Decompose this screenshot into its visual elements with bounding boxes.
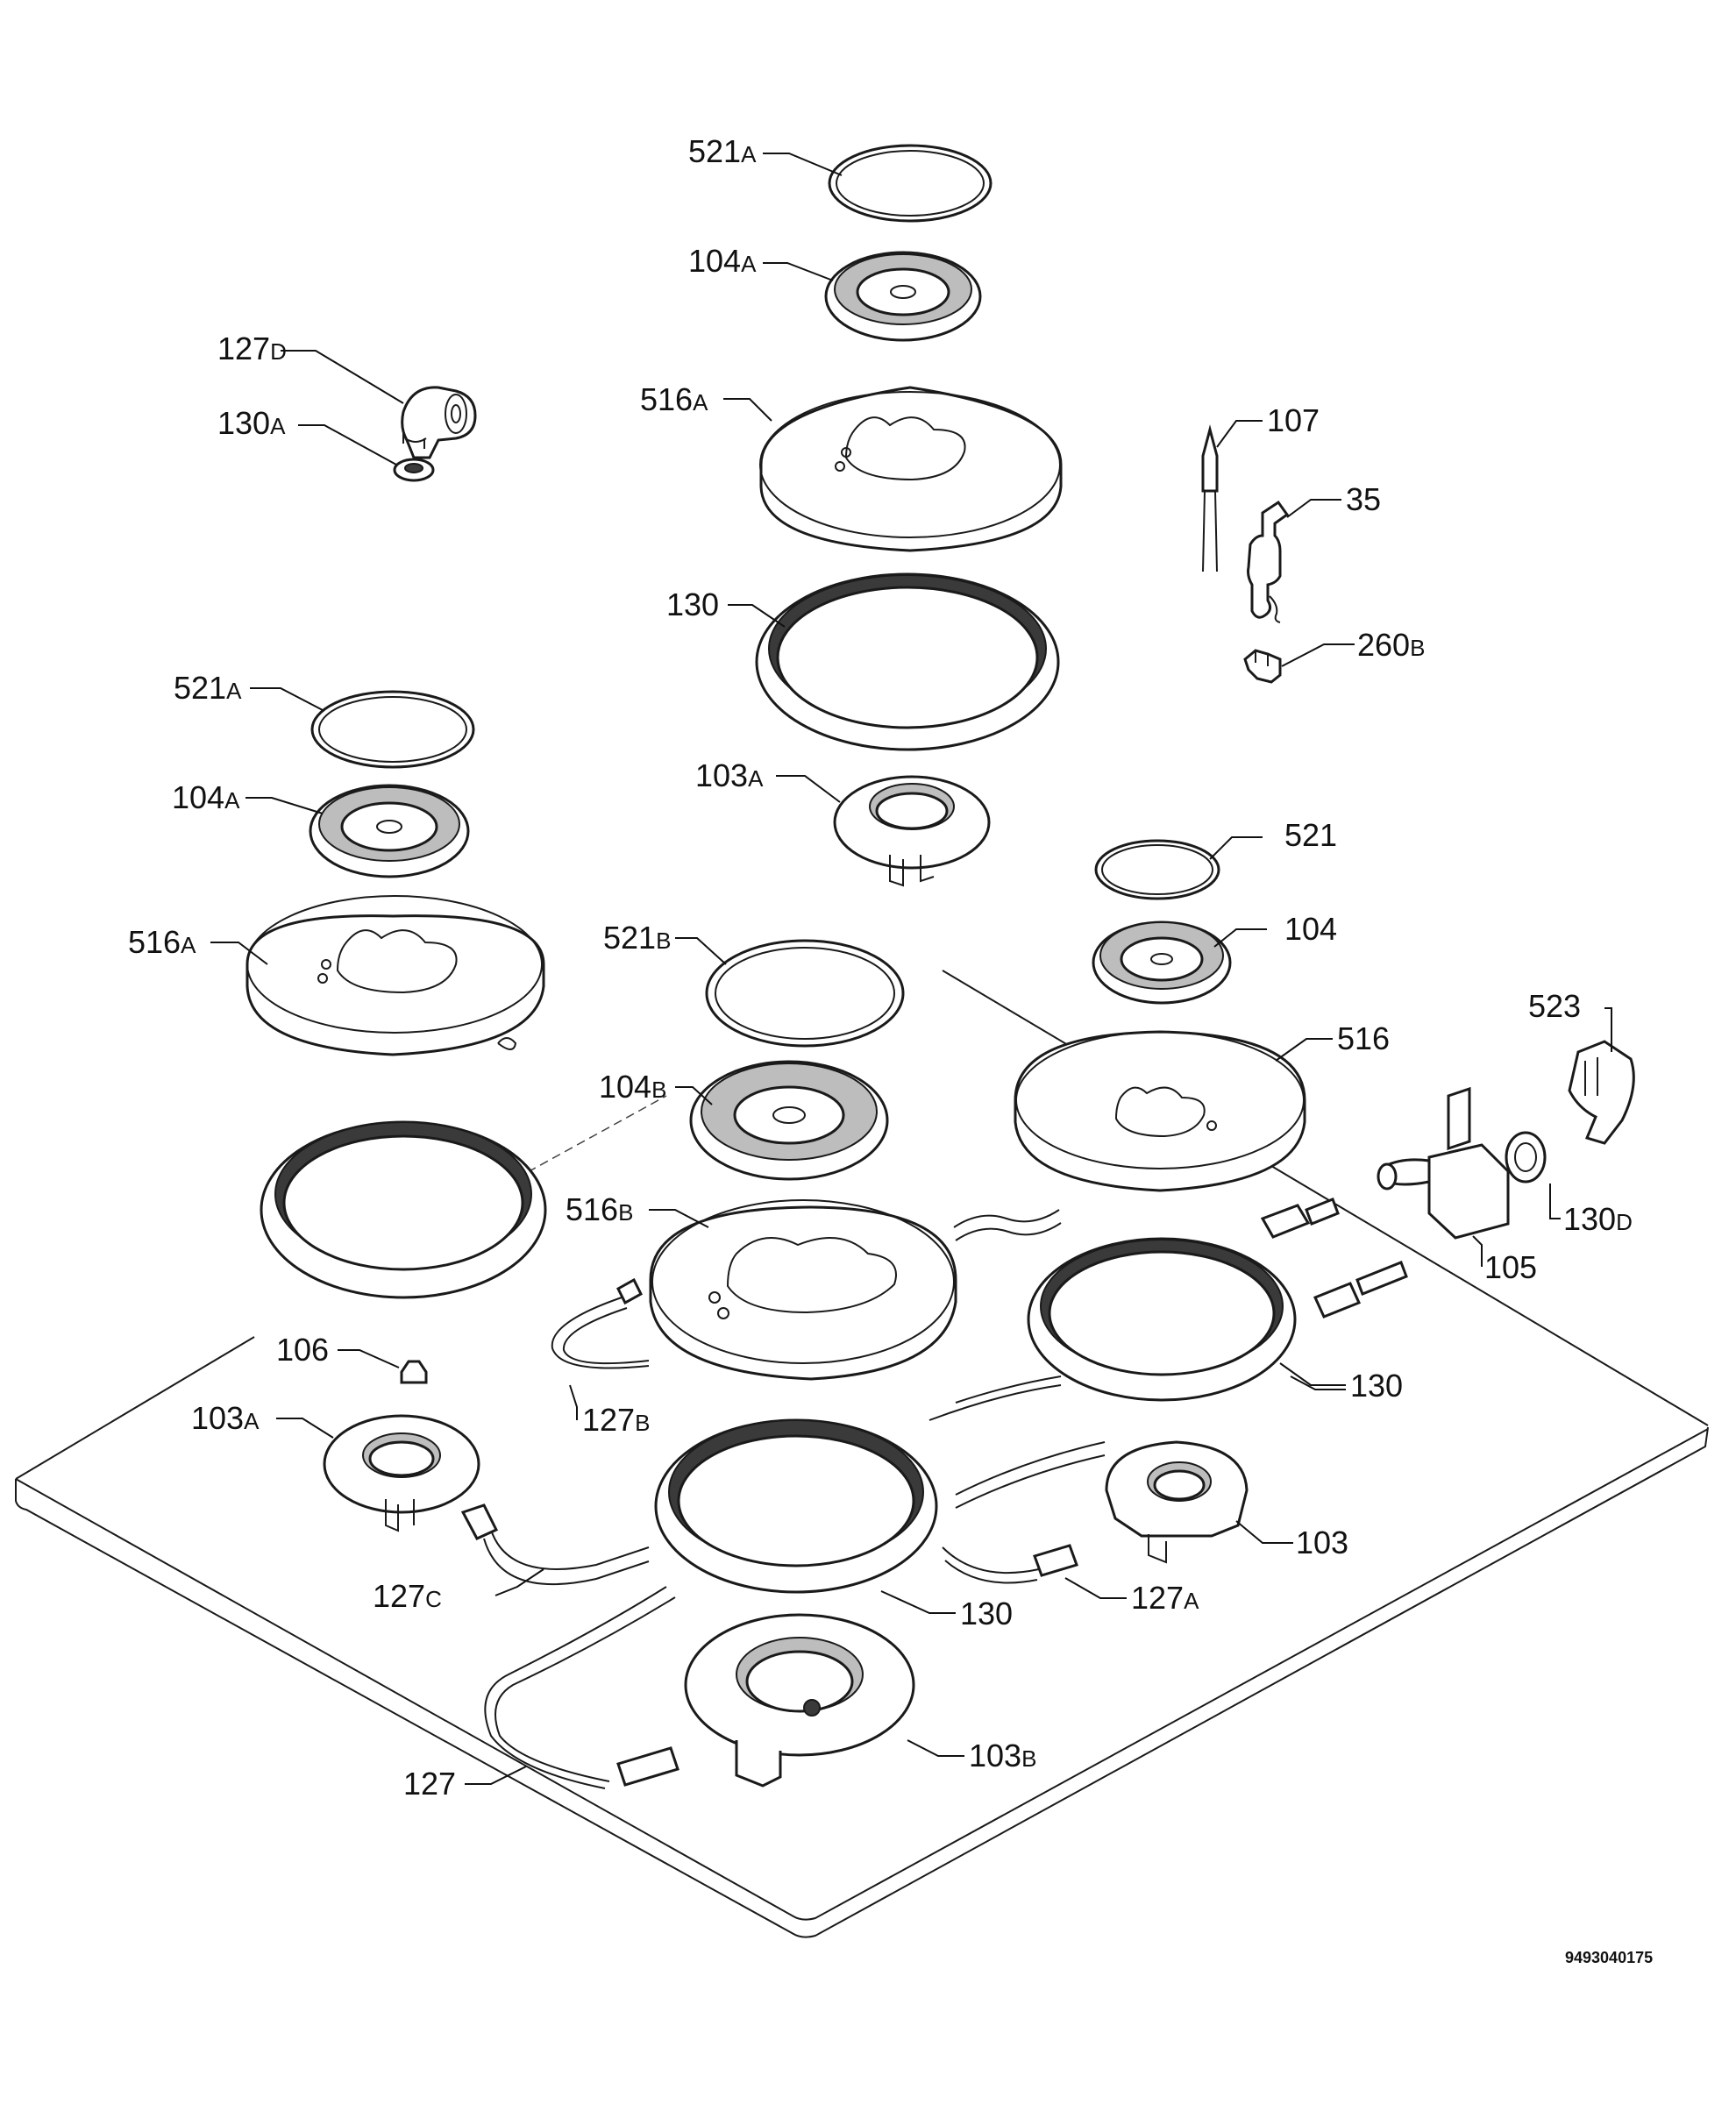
part-label: 130D [1563,1201,1633,1237]
part-number: 127 [403,1766,456,1802]
part-label: 127B [582,1402,650,1438]
part-number: 104 [1284,911,1337,947]
part-number: 130 [217,405,270,441]
part-suffix: A [748,765,764,792]
part-label: 127 [403,1766,456,1802]
leader-lines [210,153,1612,1785]
part-label: 130 [666,586,719,622]
part-suffix: B [1021,1745,1036,1772]
part-suffix: B [1410,635,1425,661]
right-burner [953,839,1306,1564]
part-number: 104 [688,243,741,279]
part-label: 35 [1346,481,1381,517]
part-label: 103A [191,1400,260,1436]
part-suffix: A [741,141,757,167]
part-suffix: A [270,413,286,439]
part-number: 127 [582,1402,635,1438]
part-suffix: B [618,1199,633,1226]
connector-elbow [393,386,477,482]
part-suffix: B [635,1410,650,1436]
part-number: 103 [191,1400,244,1436]
thermocouple-electrode [1201,424,1290,684]
part-suffix: A [224,787,240,814]
left-burner [245,690,547,1532]
part-number: 104 [172,779,224,815]
part-label: 521A [688,133,757,169]
part-number: 107 [1267,402,1320,438]
part-label: 103A [695,757,764,793]
part-label: 107 [1267,402,1320,438]
part-number: 130 [1350,1368,1403,1404]
part-number: 516 [566,1191,618,1227]
part-label: 130 [960,1596,1013,1631]
part-number: 521 [688,133,741,169]
part-label: 516A [640,381,708,417]
part-number: 127 [1131,1580,1184,1616]
part-label: 127C [373,1578,442,1614]
part-suffix: D [270,338,287,365]
part-suffix: A [693,389,708,416]
part-number: 516 [640,381,693,417]
part-suffix: A [1184,1588,1199,1614]
part-label: 523 [1528,988,1581,1024]
part-number: 127 [373,1578,425,1614]
part-label: 104 [1284,911,1337,947]
part-label: 516A [128,924,196,960]
part-label: 521B [603,920,671,956]
part-label: 127A [1131,1580,1199,1616]
part-number: 106 [276,1332,329,1368]
gas-pipes [460,1198,1408,1789]
part-suffix: B [656,928,671,954]
drawing-code: 9493040175 [1565,1949,1653,1966]
part-suffix: C [425,1586,442,1612]
part-label: 104A [688,243,757,279]
part-number: 130 [666,586,719,622]
part-number: 130 [960,1596,1013,1631]
part-label: 521 [1284,817,1337,853]
part-number: 521 [1284,817,1337,853]
part-label: 521A [174,670,242,706]
part-label: 516B [566,1191,633,1227]
part-label: 127D [217,331,287,366]
gas-tap [1377,1040,1635,1240]
part-number: 523 [1528,988,1581,1024]
part-number: 103 [969,1738,1021,1773]
part-label: 516 [1337,1020,1390,1056]
part-label: 103B [969,1738,1036,1773]
part-number: 127 [217,331,270,366]
part-label: 260B [1357,627,1425,663]
part-suffix: B [651,1077,666,1103]
part-label: 130 [1350,1368,1403,1404]
part-number: 104 [599,1069,651,1105]
part-label: 104A [172,779,240,815]
part-number: 35 [1346,481,1381,517]
part-label: 105 [1484,1249,1537,1285]
part-suffix: A [181,932,196,958]
part-label: 106 [276,1332,329,1368]
part-number: 516 [1337,1020,1390,1056]
part-label: 130A [217,405,286,441]
part-number: 105 [1484,1249,1537,1285]
part-number: 130 [1563,1201,1616,1237]
part-number: 103 [695,757,748,793]
part-number: 521 [174,670,226,706]
part-number: 516 [128,924,181,960]
part-suffix: A [244,1408,260,1434]
part-number: 103 [1296,1525,1348,1560]
part-number: 260 [1357,627,1410,663]
part-label: 104B [599,1069,666,1105]
centre-burner [649,939,957,1788]
part-suffix: D [1616,1209,1633,1235]
centre-top-burner [755,144,1063,887]
part-suffix: A [226,678,242,704]
part-label: 103 [1296,1525,1348,1560]
part-number: 521 [603,920,656,956]
part-suffix: A [741,251,757,277]
